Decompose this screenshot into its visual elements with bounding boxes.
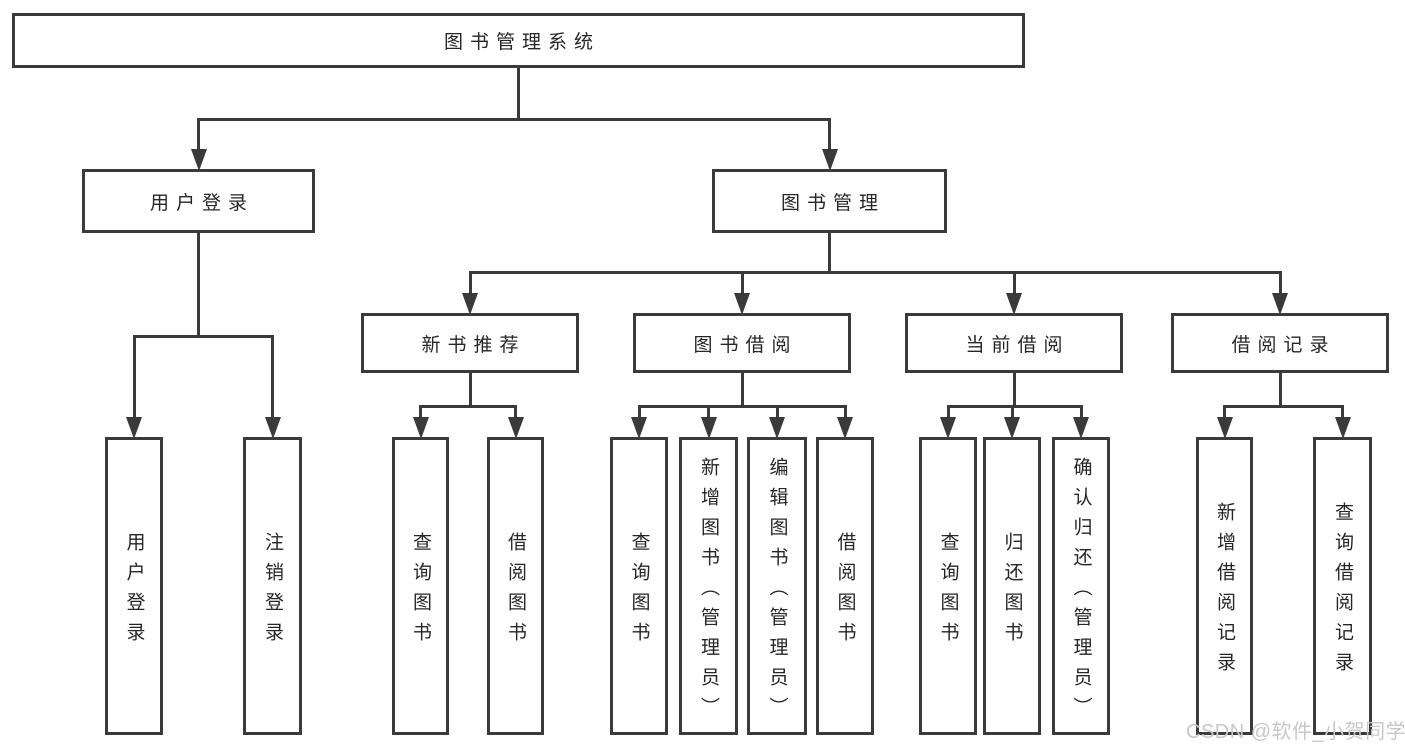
arrowhead-icon-new-book-rec	[462, 293, 478, 315]
edge-stem-new-book-rec-to-leaf-borrow-books-rec	[514, 406, 517, 419]
node-label-leaf-confirm-return: 确认归还（管理员）	[1070, 456, 1092, 727]
node-leaf-user-login: 用户登录	[105, 437, 163, 735]
node-leaf-add-borrow-record: 新增借阅记录	[1196, 437, 1253, 735]
arrowhead-icon-leaf-query-books-borrow	[631, 417, 647, 439]
node-label-current-borrow: 当前借阅	[965, 334, 1070, 356]
arrowhead-icon-leaf-query-books-current	[940, 417, 956, 439]
node-label-leaf-edit-books: 编辑图书（管理员）	[766, 456, 788, 727]
edge-stem-current-borrow-to-leaf-confirm-return	[1079, 406, 1083, 419]
node-label-book-mgmt: 图书管理	[780, 192, 885, 214]
edge-branch-root	[197, 117, 831, 121]
arrowhead-icon-leaf-confirm-return	[1073, 417, 1089, 439]
node-label-user-login: 用户登录	[149, 192, 254, 214]
arrowhead-icon-leaf-edit-books	[769, 417, 785, 439]
edge-stem-borrow-records	[1278, 373, 1282, 406]
node-label-leaf-add-borrow-record: 新增借阅记录	[1214, 501, 1235, 682]
edge-stem-user-login	[197, 233, 200, 336]
arrowhead-icon-leaf-query-borrow-record	[1334, 417, 1351, 439]
node-leaf-return-books: 归还图书	[983, 437, 1041, 735]
edge-stem-root	[517, 68, 520, 119]
arrowhead-icon-borrow-records	[1272, 293, 1288, 315]
edge-stem-book-mgmt-to-book-borrow	[740, 272, 744, 295]
node-leaf-confirm-return: 确认归还（管理员）	[1052, 437, 1110, 735]
arrowhead-icon-leaf-borrow-books-rec	[507, 417, 524, 439]
arrowhead-icon-leaf-return-books	[1004, 417, 1020, 439]
edge-stem-new-book-rec	[468, 373, 472, 406]
edge-stem-borrow-records-to-leaf-add-borrow-record	[1223, 406, 1226, 419]
node-leaf-edit-books: 编辑图书（管理员）	[747, 437, 807, 735]
node-label-leaf-query-borrow-record: 查询借阅记录	[1332, 501, 1353, 682]
node-label-borrow-records: 借阅记录	[1231, 334, 1336, 356]
edge-stem-borrow-records-to-leaf-query-borrow-record	[1341, 406, 1344, 419]
node-borrow-records: 借阅记录	[1171, 313, 1389, 373]
edge-stem-current-borrow-to-leaf-return-books	[1010, 406, 1014, 419]
arrowhead-icon-leaf-logout	[264, 417, 281, 439]
edge-branch-book-mgmt	[468, 270, 1282, 274]
edge-stem-book-borrow-to-leaf-add-books	[707, 406, 710, 419]
edge-stem-user-login-to-leaf-user-login	[132, 336, 136, 419]
edge-stem-root-to-user-login	[197, 119, 200, 151]
edge-stem-book-borrow-to-leaf-query-books-borrow	[637, 406, 641, 419]
edge-stem-book-mgmt-to-borrow-records	[1278, 272, 1282, 295]
arrowhead-icon-leaf-borrow-books	[837, 417, 853, 439]
edge-branch-user-login	[132, 334, 274, 338]
arrowhead-icon-book-mgmt	[821, 149, 838, 171]
arrowhead-icon-user-login	[190, 149, 207, 171]
edge-branch-borrow-records	[1223, 404, 1344, 408]
node-label-new-book-rec: 新书推荐	[421, 334, 526, 356]
edge-branch-book-borrow	[637, 404, 847, 408]
arrowhead-icon-leaf-add-borrow-record	[1216, 417, 1233, 439]
node-current-borrow: 当前借阅	[905, 313, 1123, 373]
node-label-leaf-query-books-borrow: 查询图书	[628, 531, 650, 652]
arrowhead-icon-leaf-add-books	[700, 417, 717, 439]
node-label-leaf-add-books: 新增图书（管理员）	[698, 456, 719, 727]
node-leaf-borrow-books: 借阅图书	[816, 437, 874, 735]
node-leaf-borrow-books-rec: 借阅图书	[487, 437, 544, 735]
edge-stem-book-mgmt-to-current-borrow	[1012, 272, 1016, 295]
node-leaf-logout: 注销登录	[243, 437, 302, 735]
node-label-book-borrow: 图书借阅	[693, 334, 798, 356]
node-label-leaf-query-books-rec: 查询图书	[410, 531, 431, 652]
node-book-borrow: 图书借阅	[633, 313, 851, 373]
node-label-leaf-query-books-current: 查询图书	[937, 531, 959, 652]
node-label-root: 图书管理系统	[443, 32, 600, 53]
edge-stem-root-to-book-mgmt	[828, 119, 831, 151]
arrowhead-icon-current-borrow	[1006, 293, 1022, 315]
node-user-login: 用户登录	[82, 169, 315, 233]
node-label-leaf-return-books: 归还图书	[1001, 531, 1023, 652]
node-label-leaf-borrow-books-rec: 借阅图书	[505, 531, 526, 652]
node-label-leaf-logout: 注销登录	[262, 531, 283, 652]
edge-stem-user-login-to-leaf-logout	[271, 336, 274, 419]
edge-stem-new-book-rec-to-leaf-query-books-rec	[419, 406, 422, 419]
arrowhead-icon-leaf-user-login	[126, 417, 142, 439]
csdn-watermark: CSDN @软件_小贺同学	[1186, 721, 1405, 743]
node-book-mgmt: 图书管理	[712, 169, 947, 233]
arrowhead-icon-book-borrow	[734, 293, 750, 315]
edge-branch-new-book-rec	[419, 404, 517, 408]
node-leaf-query-borrow-record: 查询借阅记录	[1313, 437, 1372, 735]
edge-stem-book-borrow-to-leaf-borrow-books	[843, 406, 847, 419]
edge-stem-book-mgmt	[828, 233, 831, 272]
node-leaf-add-books: 新增图书（管理员）	[679, 437, 738, 735]
edge-stem-current-borrow	[1012, 373, 1016, 406]
node-root: 图书管理系统	[12, 13, 1025, 68]
edge-stem-book-mgmt-to-new-book-rec	[468, 272, 472, 295]
node-leaf-query-books-current: 查询图书	[919, 437, 977, 735]
node-label-leaf-user-login: 用户登录	[123, 531, 145, 652]
edge-branch-current-borrow	[946, 404, 1083, 408]
edge-stem-book-borrow	[740, 373, 744, 406]
arrowhead-icon-leaf-query-books-rec	[412, 417, 429, 439]
node-label-leaf-borrow-books: 借阅图书	[834, 531, 856, 652]
node-leaf-query-books-rec: 查询图书	[392, 437, 449, 735]
node-leaf-query-books-borrow: 查询图书	[610, 437, 668, 735]
node-new-book-rec: 新书推荐	[361, 313, 579, 373]
edge-stem-current-borrow-to-leaf-query-books-current	[946, 406, 950, 419]
edge-stem-book-borrow-to-leaf-edit-books	[775, 406, 779, 419]
